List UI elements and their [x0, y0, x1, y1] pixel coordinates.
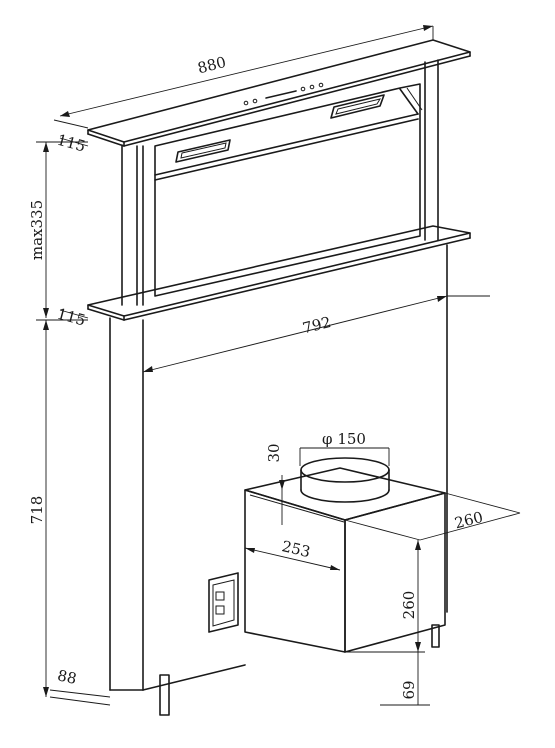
dim-label-body-depth: 88: [56, 666, 78, 688]
dim-label-motor-width: 253: [280, 537, 312, 561]
control-button-1[interactable]: [243, 100, 249, 106]
control-button-3[interactable]: [300, 86, 306, 92]
dim-label-motor-depth: 260: [453, 508, 485, 532]
control-panel: [243, 82, 324, 106]
collar-flange: [87, 225, 471, 321]
dim-label-motor-height: 260: [400, 591, 418, 620]
dim-label-duct-offset: 30: [265, 443, 283, 462]
dim-label-collar-thickness: 115: [55, 305, 87, 330]
control-button-2[interactable]: [252, 98, 258, 104]
housing-body: [109, 244, 448, 691]
dim-label-duct-diameter: φ 150: [322, 430, 366, 448]
dimension-lines: [36, 25, 521, 706]
control-button-5[interactable]: [318, 82, 324, 88]
dim-label-lift-height: max335: [28, 200, 46, 260]
dim-label-body-height: 718: [28, 496, 46, 525]
rising-panel: [121, 59, 439, 306]
air-inlet-right: [330, 94, 385, 119]
dimension-labels: 880 115 max335 115 792 φ 150 30 260 253 …: [28, 53, 485, 700]
control-button-4[interactable]: [309, 84, 315, 90]
support-feet: [159, 624, 440, 716]
electrical-connector: [208, 572, 239, 633]
dim-label-motor-clearance: 69: [400, 680, 418, 699]
dim-label-width-total: 880: [196, 53, 228, 77]
dim-label-body-width: 792: [301, 313, 333, 337]
top-cap: [87, 39, 471, 147]
motor-box: [244, 467, 446, 653]
dim-label-top-thickness: 115: [55, 131, 87, 156]
duct-outlet: [300, 457, 390, 503]
air-inlet-left: [175, 139, 231, 163]
